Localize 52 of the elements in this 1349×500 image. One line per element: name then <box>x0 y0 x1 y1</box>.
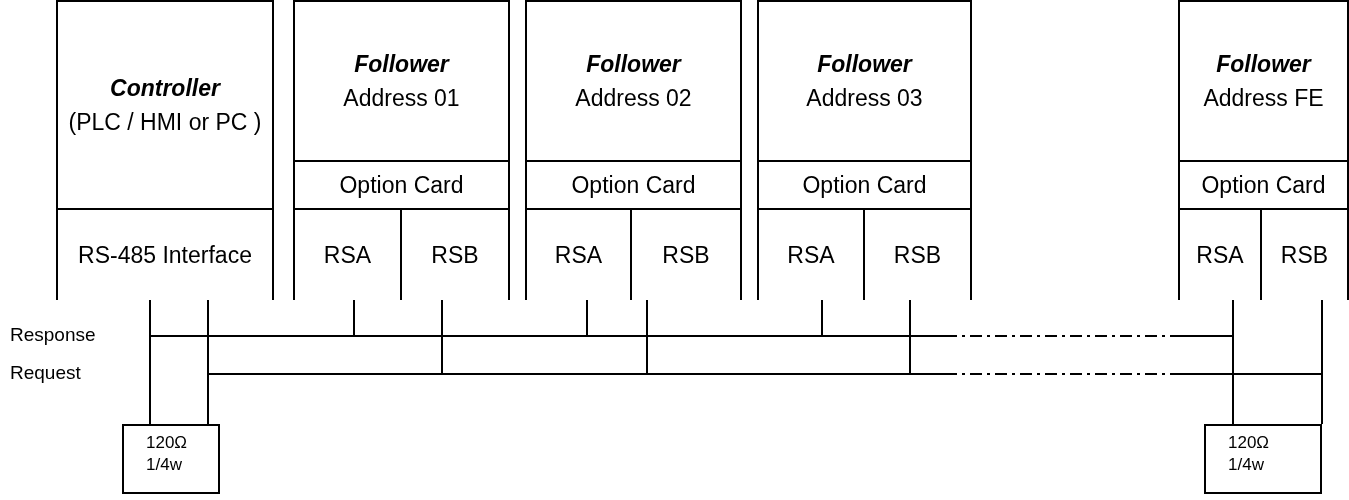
terminal-cell: RSA <box>295 208 402 300</box>
signal-label: Request <box>10 362 81 384</box>
device-box <box>757 0 972 300</box>
terminal-cell: RSB <box>865 208 970 300</box>
signal-label: Response <box>10 324 96 346</box>
terminal-cell: RSA <box>759 208 865 300</box>
device-box <box>525 0 742 300</box>
device-caption: Address 03 <box>806 84 923 113</box>
terminal-cell: RSB <box>1262 208 1347 300</box>
device-title: Follower <box>817 50 912 79</box>
card-label: Option Card <box>571 171 696 200</box>
device-caption: Address FE <box>1203 84 1324 113</box>
wire <box>207 299 209 375</box>
card-label: Option Card <box>802 171 927 200</box>
resistor-box: 120Ω 1/4w <box>122 424 220 494</box>
wire <box>149 335 151 425</box>
wire <box>1321 373 1323 425</box>
terminal-cell: RSB <box>632 208 740 300</box>
option-card-panel <box>1180 160 1347 298</box>
resistor-box: 120Ω 1/4w <box>1204 424 1322 494</box>
option-card-panel <box>295 160 508 298</box>
wire <box>353 299 355 337</box>
device-box <box>293 0 510 300</box>
device-caption: Address 01 <box>343 84 460 113</box>
device-title: Follower <box>1216 50 1311 79</box>
card-label: Option Card <box>1201 171 1326 200</box>
wire <box>909 299 911 375</box>
device-box <box>56 0 274 300</box>
wire <box>207 373 209 425</box>
wire <box>441 299 443 375</box>
bus-line <box>207 373 1323 375</box>
device-caption: Address 02 <box>575 84 692 113</box>
device-box <box>1178 0 1349 300</box>
device-title: Follower <box>354 50 449 79</box>
wire <box>1232 299 1234 337</box>
terminal-cell: RSA <box>527 208 632 300</box>
wire <box>821 299 823 337</box>
terminal-cell: RSB <box>402 208 508 300</box>
option-card-panel <box>759 160 970 298</box>
terminal-cell: RSA <box>1180 208 1262 300</box>
wire <box>149 299 151 337</box>
device-title: Controller <box>110 74 220 103</box>
wire <box>1232 335 1234 425</box>
wire <box>646 299 648 375</box>
option-card-panel <box>527 160 740 298</box>
interface-panel: RS-485 Interface <box>58 208 272 300</box>
device-caption: (PLC / HMI or PC ) <box>68 108 262 137</box>
device-title: Follower <box>586 50 681 79</box>
wire <box>1321 299 1323 375</box>
wire <box>586 299 588 337</box>
bus-line <box>149 335 1234 337</box>
card-label: Option Card <box>339 171 464 200</box>
